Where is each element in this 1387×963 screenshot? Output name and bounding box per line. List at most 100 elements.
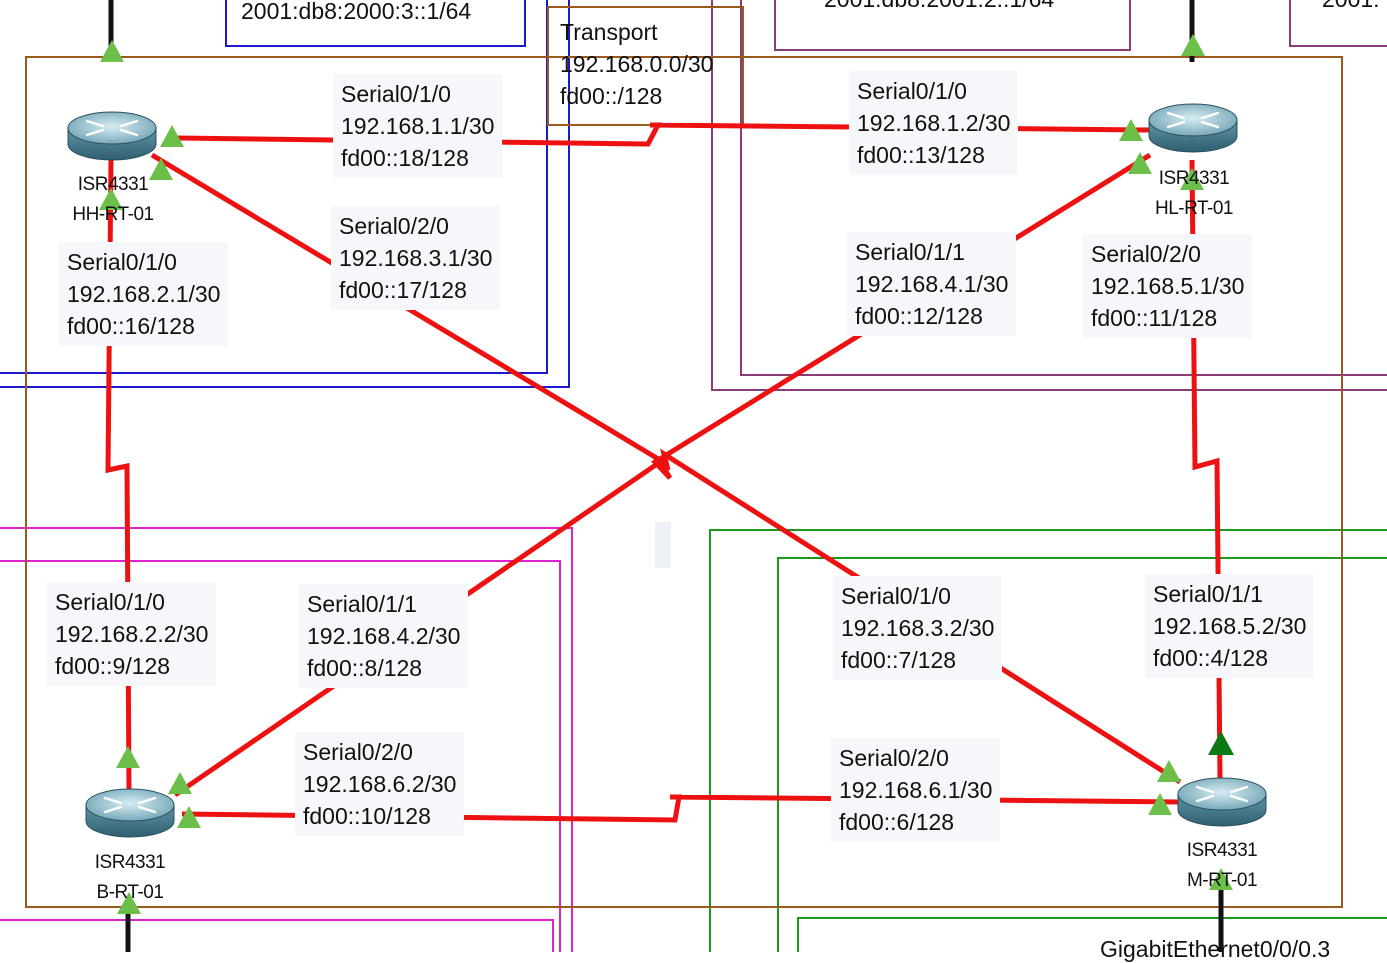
interface-ipv6: fd00::10/128 [303, 803, 431, 829]
wan-area-box [25, 56, 1343, 908]
interface-name: Serial0/2/0 [839, 745, 949, 771]
interface-ipv4: 192.168.1.2/30 [857, 110, 1011, 136]
interface-ipv4: 192.168.3.2/30 [841, 615, 995, 641]
interface-label-hh-s010[interactable]: Serial0/1/0 192.168.1.1/30 fd00::18/128 [333, 74, 503, 178]
interface-ipv6: fd00::11/128 [1091, 305, 1218, 331]
interface-name: Serial0/1/1 [307, 591, 417, 617]
interface-ipv4: 192.168.3.1/30 [339, 245, 493, 271]
interface-ipv6: fd00::13/128 [857, 142, 985, 168]
interface-ipv4: 192.168.2.2/30 [55, 621, 209, 647]
router-model: ISR4331 [94, 852, 166, 873]
link-up-icon [100, 40, 124, 62]
interface-label-m-s010[interactable]: Serial0/1/0 192.168.3.2/30 fd00::7/128 [833, 576, 1003, 680]
hh-lan-address: 2001:db8:2000:3::1/64 [241, 0, 472, 24]
interface-name: Serial0/1/0 [341, 81, 451, 107]
router-name: HL-RT-01 [1154, 198, 1234, 219]
right-lan-address: 2001: [1322, 0, 1380, 13]
interface-ipv4: 192.168.5.1/30 [1091, 273, 1245, 299]
interface-name: Serial0/1/0 [857, 78, 967, 104]
link-up-icon [1209, 868, 1233, 890]
router-label-m: ISR4331 M-RT-01 [1167, 836, 1277, 896]
faint-marker [655, 522, 671, 568]
interface-label-b-s020[interactable]: Serial0/2/0 192.168.6.2/30 fd00::10/128 [295, 732, 465, 836]
interface-ipv6: fd00::18/128 [341, 145, 469, 171]
serial-links [105, 122, 1223, 823]
interface-label-hl-s010[interactable]: Serial0/1/0 192.168.1.2/30 fd00::13/128 [849, 71, 1019, 175]
m-gig-interface: GigabitEthernet0/0/0.3 [1100, 936, 1331, 962]
cluster-hh-inner [0, 0, 548, 374]
interface-label-m-s011[interactable]: Serial0/1/1 192.168.5.2/30 fd00::4/128 [1145, 574, 1315, 678]
interface-name: Serial0/1/0 [67, 249, 177, 275]
link-up-icon [1180, 168, 1204, 190]
link-up-icon [160, 125, 184, 147]
cluster-b-lan-box [0, 919, 554, 952]
interface-name: Serial0/1/0 [841, 583, 951, 609]
router-name: B-RT-01 [96, 882, 164, 903]
interface-ipv6: fd00::17/128 [339, 277, 467, 303]
interface-label-hh-s020[interactable]: Serial0/2/0 192.168.3.1/30 fd00::17/128 [331, 206, 501, 310]
router-icon[interactable] [85, 787, 175, 839]
transport-ipv4: 192.168.0.0/30 [560, 51, 714, 77]
transport-box [547, 6, 744, 126]
transport-ipv6: fd00::/128 [560, 83, 663, 109]
interface-ipv4: 192.168.4.1/30 [855, 271, 1009, 297]
interface-ipv4: 192.168.4.2/30 [307, 623, 461, 649]
transport-label[interactable]: Transport 192.168.0.0/30 fd00::/128 [552, 14, 721, 114]
cluster-hl-inner [740, 0, 1387, 376]
cluster-m-inner [777, 557, 1387, 952]
interface-ipv6: fd00::12/128 [855, 303, 983, 329]
link-up-icon [1157, 760, 1181, 782]
router-icon[interactable] [1177, 776, 1267, 828]
interface-label-hl-s011[interactable]: Serial0/1/1 192.168.4.1/30 fd00::12/128 [847, 232, 1017, 336]
cluster-b-inner [0, 560, 561, 952]
interface-ipv6: fd00::8/128 [307, 655, 423, 681]
interface-label-hh-s010b[interactable]: Serial0/1/0 192.168.2.1/30 fd00::16/128 [59, 242, 229, 346]
interface-label-m-s020[interactable]: Serial0/2/0 192.168.6.1/30 fd00::6/128 [831, 738, 1001, 842]
cluster-hh-lan-box [225, 0, 526, 47]
cluster-m-lan-box [797, 917, 1387, 952]
interface-ipv4: 192.168.6.1/30 [839, 777, 993, 803]
link-up-icon [116, 746, 140, 768]
interface-label-b-s011[interactable]: Serial0/1/1 192.168.4.2/30 fd00::8/128 [299, 584, 469, 688]
router-name: HH-RT-01 [72, 204, 154, 225]
cluster-b-outer [0, 527, 573, 952]
transport-title: Transport [560, 19, 658, 45]
interface-ipv6: fd00::7/128 [841, 647, 957, 673]
cluster-right-box [1289, 0, 1387, 47]
interface-name: Serial0/1/1 [1153, 581, 1263, 607]
router-model: ISR4331 [77, 174, 149, 195]
interface-name: Serial0/1/0 [55, 589, 165, 615]
router-label-hl: ISR4331 HL-RT-01 [1139, 164, 1249, 224]
link-status-indicators [99, 34, 1234, 914]
interface-name: Serial0/2/0 [339, 213, 449, 239]
interface-ipv6: fd00::4/128 [1153, 645, 1269, 671]
router-icon[interactable] [67, 110, 157, 162]
interface-ipv4: 192.168.5.2/30 [1153, 613, 1307, 639]
link-hh-m [150, 152, 1182, 785]
interface-ipv4: 192.168.2.1/30 [67, 281, 221, 307]
link-up-icon [99, 188, 123, 210]
router-name: M-RT-01 [1186, 870, 1258, 891]
router-model: ISR4331 [1186, 840, 1258, 861]
router-label-hh: ISR4331 HH-RT-01 [58, 170, 168, 230]
interface-label-hl-s020[interactable]: Serial0/2/0 192.168.5.1/30 fd00::11/128 [1083, 234, 1253, 338]
link-up-icon [177, 806, 201, 828]
router-model: ISR4331 [1158, 168, 1230, 189]
hl-lan-address: 2001:db8:2001:2::1/64 [824, 0, 1054, 13]
link-up-icon [1119, 119, 1143, 141]
interface-name: Serial0/2/0 [1091, 241, 1201, 267]
interface-name: Serial0/1/1 [855, 239, 965, 265]
interface-ipv6: fd00::9/128 [55, 653, 171, 679]
link-up-icon [1128, 152, 1152, 174]
link-up-icon [168, 772, 192, 794]
cluster-hl-lan-box [774, 0, 1131, 51]
router-icon[interactable] [1148, 102, 1238, 154]
interface-ipv4: 192.168.1.1/30 [341, 113, 495, 139]
interface-label-b-s010[interactable]: Serial0/1/0 192.168.2.2/30 fd00::9/128 [47, 582, 217, 686]
interface-ipv6: fd00::16/128 [67, 313, 195, 339]
cluster-m-outer [709, 529, 1387, 952]
link-up-icon [149, 158, 173, 180]
link-up-icon [1181, 34, 1205, 56]
